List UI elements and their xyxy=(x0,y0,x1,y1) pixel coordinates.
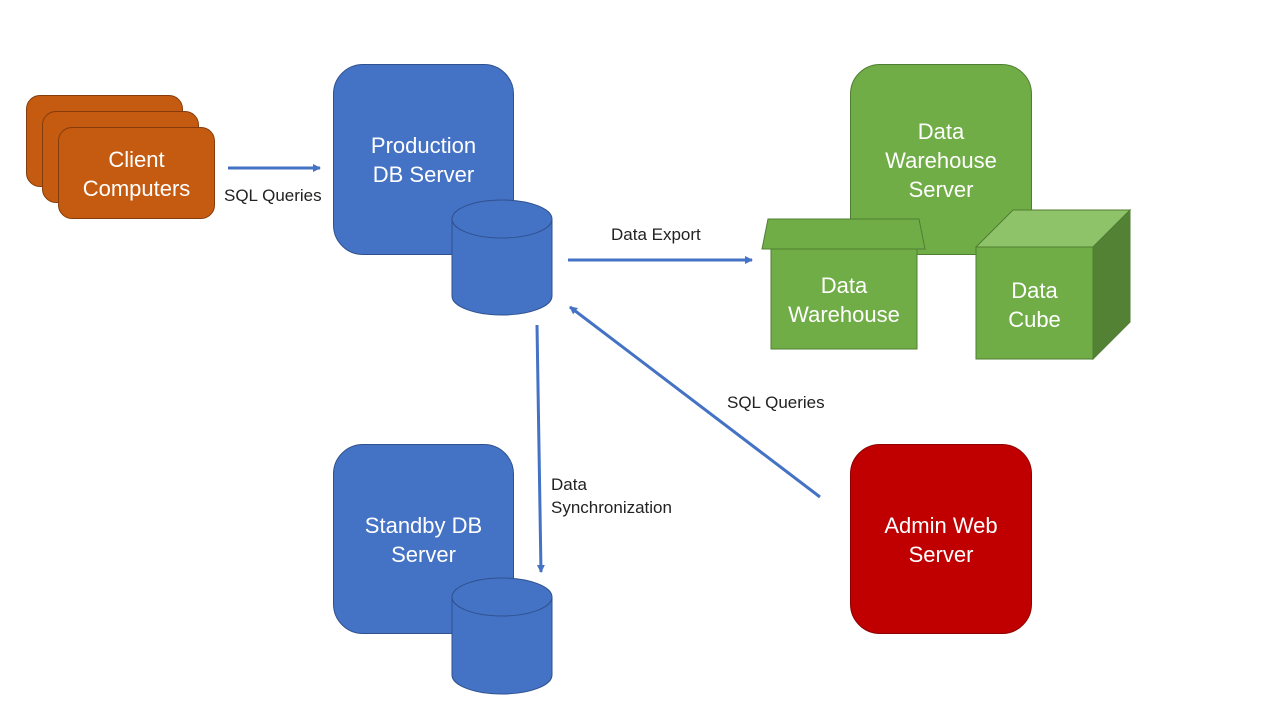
edge-label-client-to-production: SQL Queries xyxy=(224,186,322,205)
data-cube-icon xyxy=(974,208,1132,361)
standby-db-cylinder-icon xyxy=(451,577,553,695)
standby-db-server-node[interactable]: Standby DB Server xyxy=(333,444,514,634)
production-db-server-label: Production DB Server xyxy=(370,133,477,187)
client-computers-label: Client Computers xyxy=(82,147,191,201)
edge-label-production-to-standby: Data Synchronization xyxy=(551,475,672,517)
production-db-cylinder-icon xyxy=(451,199,553,316)
admin-web-server-label: Admin Web Server xyxy=(884,513,998,567)
data-warehouse-label: Data Warehouse xyxy=(788,273,900,327)
edge-label-admin-to-production: SQL Queries xyxy=(727,393,825,412)
data-warehouse-icon xyxy=(761,218,926,350)
data-cube-label: Data Cube xyxy=(1008,278,1061,332)
arrow-production-to-standby xyxy=(535,324,545,573)
data-warehouse-server-label: Data Warehouse Server xyxy=(885,119,997,202)
standby-db-server-label: Standby DB Server xyxy=(364,513,483,567)
client-computers-node[interactable]: Client Computers xyxy=(58,127,215,219)
arrow-admin-to-production xyxy=(569,305,821,499)
admin-web-server-node[interactable]: Admin Web Server xyxy=(850,444,1032,634)
edge-label-production-to-warehouse: Data Export xyxy=(611,225,701,244)
